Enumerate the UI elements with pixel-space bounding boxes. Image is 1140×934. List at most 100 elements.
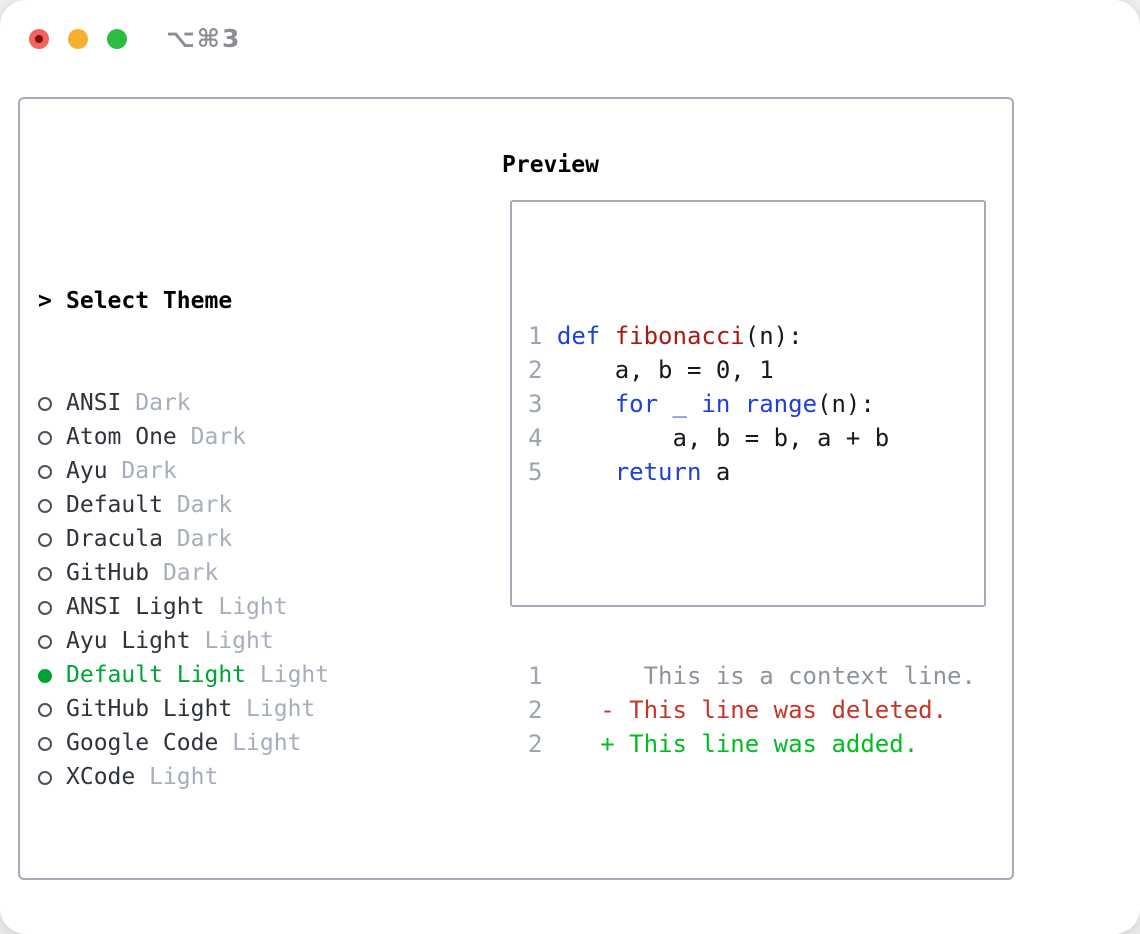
space xyxy=(149,560,163,586)
theme-variant: Light xyxy=(232,730,302,756)
theme-variant: Dark xyxy=(176,492,233,518)
token-context: This is a context line. xyxy=(556,662,976,690)
theme-option-github[interactable]: GitHub Dark xyxy=(38,556,426,590)
theme-name: XCode xyxy=(66,764,136,790)
theme-variant: Dark xyxy=(176,526,233,552)
traffic-light-minimize-button[interactable] xyxy=(68,29,88,49)
code-line: 1 def fibonacci(n): xyxy=(528,319,976,353)
line-number: 2 xyxy=(528,730,557,758)
theme-name: Default Light xyxy=(66,662,247,688)
spacer xyxy=(528,557,976,591)
theme-variant: Light xyxy=(246,696,316,722)
titlebar-traffic-lights xyxy=(29,29,127,49)
space xyxy=(163,492,177,518)
theme-name: ANSI xyxy=(66,390,122,416)
token-keyword: in xyxy=(701,390,731,418)
radio-icon xyxy=(38,420,66,454)
radio-icon xyxy=(38,760,66,794)
selection-caret-icon: > xyxy=(38,288,52,314)
token-keyword: range xyxy=(744,390,818,418)
theme-variant: Light xyxy=(259,662,330,688)
theme-option-google-code[interactable]: Google Code Light xyxy=(38,726,426,760)
theme-variant: Light xyxy=(149,764,219,790)
space xyxy=(108,458,122,484)
radio-icon xyxy=(38,556,66,590)
space xyxy=(204,594,218,620)
line-number: 5 xyxy=(528,458,557,486)
theme-name: Default xyxy=(66,492,163,518)
token-code_text xyxy=(730,390,744,418)
token-keyword: for xyxy=(614,390,659,418)
theme-name: GitHub xyxy=(66,560,150,586)
radio-icon xyxy=(38,692,66,726)
theme-name: Atom One xyxy=(66,424,177,450)
line-number: 1 xyxy=(528,322,557,350)
token-keyword: def xyxy=(556,322,615,350)
radio-icon xyxy=(38,726,66,760)
token-code_text: (n): xyxy=(817,390,875,418)
theme-option-dracula[interactable]: Dracula Dark xyxy=(38,522,426,556)
token-code_text xyxy=(557,390,615,418)
token-code_text: a, b = 0, 1 xyxy=(556,356,774,384)
token-code_text xyxy=(658,390,672,418)
token-deleted: - This line was deleted. xyxy=(556,696,948,724)
theme-option-default-light[interactable]: Default Light Light xyxy=(38,658,426,692)
line-number: 3 xyxy=(528,390,557,418)
theme-option-atom-one[interactable]: Atom One Dark xyxy=(38,420,426,454)
token-keyword: return xyxy=(614,458,702,486)
diff-line: 2 - This line was deleted. xyxy=(528,693,976,727)
space xyxy=(246,662,260,688)
line-number: 1 xyxy=(528,662,557,690)
theme-option-ansi[interactable]: ANSI Dark xyxy=(38,386,426,420)
radio-icon xyxy=(38,454,66,488)
code-line: 4 a, b = b, a + b xyxy=(528,421,976,455)
space xyxy=(218,730,232,756)
theme-option-github-light[interactable]: GitHub Light Light xyxy=(38,692,426,726)
radio-icon xyxy=(38,590,66,624)
theme-option-xcode[interactable]: XCode Light xyxy=(38,760,426,794)
theme-name: GitHub Light xyxy=(66,696,233,722)
token-keyword: _ xyxy=(672,390,687,418)
diff-line: 2 + This line was added. xyxy=(528,727,976,761)
token-code_text xyxy=(687,390,701,418)
radio-icon xyxy=(38,522,66,556)
spacer xyxy=(38,862,426,896)
theme-variant: Light xyxy=(204,628,274,654)
token-code_text: a xyxy=(701,458,731,486)
token-code_text xyxy=(557,458,615,486)
code-line: 5 return a xyxy=(528,455,976,489)
theme-list-title: Select Theme xyxy=(66,288,233,314)
theme-variant: Dark xyxy=(121,458,177,484)
radio-icon xyxy=(38,624,66,658)
line-number: 4 xyxy=(528,424,557,452)
diff-preview: 1 This is a context line.2 - This line w… xyxy=(528,659,976,761)
space xyxy=(177,424,191,450)
line-number: 2 xyxy=(528,696,557,724)
code-line: 2 a, b = 0, 1 xyxy=(528,353,976,387)
theme-option-default[interactable]: Default Dark xyxy=(38,488,426,522)
theme-option-ayu-light[interactable]: Ayu Light Light xyxy=(38,624,426,658)
theme-list-header-row: > Select Theme xyxy=(38,284,426,318)
theme-option-ansi-light[interactable]: ANSI Light Light xyxy=(38,590,426,624)
theme-name: Ayu Light xyxy=(66,628,191,654)
space xyxy=(163,526,177,552)
radio-selected-icon xyxy=(38,658,66,692)
diff-line: 1 This is a context line. xyxy=(528,659,976,693)
token-added: + This line was added. xyxy=(556,730,919,758)
line-number: 2 xyxy=(528,356,557,384)
space xyxy=(121,390,135,416)
traffic-light-close-dot xyxy=(35,35,43,43)
traffic-light-close-button[interactable] xyxy=(29,29,49,49)
theme-option-ayu[interactable]: Ayu Dark xyxy=(38,454,426,488)
token-function: fibonacci xyxy=(614,322,745,350)
traffic-light-zoom-button[interactable] xyxy=(107,29,127,49)
preview-title: Preview xyxy=(502,152,599,178)
radio-icon xyxy=(38,386,66,420)
code-line: 3 for _ in range(n): xyxy=(528,387,976,421)
theme-name: Google Code xyxy=(66,730,219,756)
